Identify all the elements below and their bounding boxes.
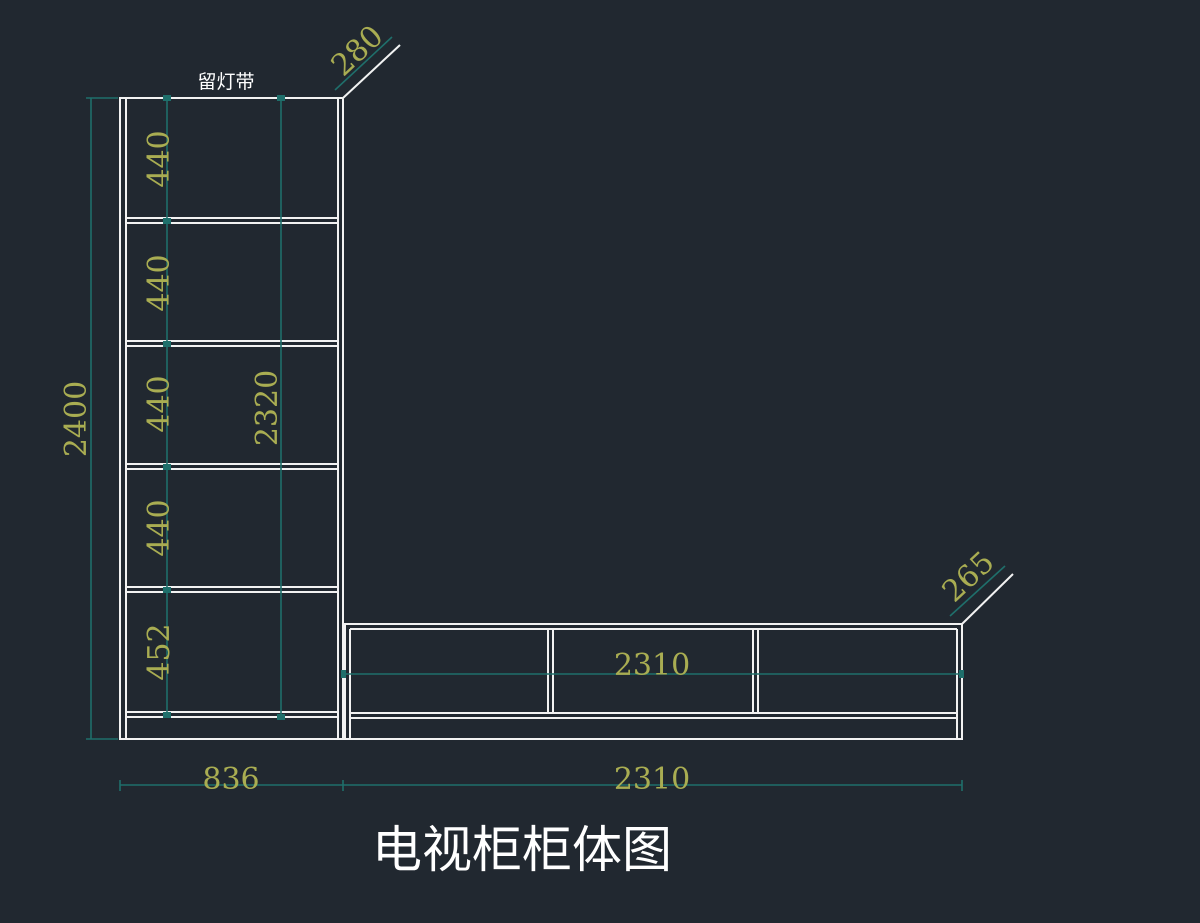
dim-tall-width: 836: [202, 762, 259, 797]
dim-tick: [959, 670, 964, 678]
dim-line-low-depth-line: [961, 573, 1014, 625]
dim-line-low-depth-leader: [949, 565, 1006, 617]
dim-low-width: 2310: [614, 762, 690, 797]
drawing-title: 电视柜柜体图: [372, 821, 672, 879]
dim-line-tall-depth-line: [342, 44, 401, 99]
dim-tick: [163, 95, 171, 101]
dim-tick: [341, 670, 346, 678]
low-cabinet-outer: [344, 623, 963, 740]
tall-cabinet: [119, 97, 344, 740]
dim-tick: [277, 714, 285, 720]
tall-cabinet-outer: [119, 97, 344, 740]
dim-tick: [163, 712, 171, 718]
dim-tall-depth: 280: [325, 19, 391, 84]
dim-line-tall-depth-leader: [334, 36, 393, 91]
dim-inner-height: 2320: [250, 370, 285, 446]
dim-tick: [163, 218, 171, 224]
dim-shelf-3: 440: [142, 375, 177, 432]
dim-total-height: 2400: [59, 381, 94, 457]
dim-tick: [277, 95, 285, 101]
dim-shelf-4: 440: [142, 499, 177, 556]
dim-low-depth: 265: [936, 545, 1002, 610]
dim-shelf-2: 440: [142, 254, 177, 311]
dimension-lines: [86, 36, 1014, 791]
low-cabinet: [344, 623, 963, 740]
label-light-strip: 留灯带: [197, 71, 254, 93]
dim-low-inner-width: 2310: [614, 648, 690, 683]
dim-tick: [163, 464, 171, 470]
dim-tick: [163, 587, 171, 593]
dim-tick: [163, 341, 171, 347]
dim-shelf-5: 452: [142, 623, 177, 680]
dim-shelf-1: 440: [142, 130, 177, 187]
